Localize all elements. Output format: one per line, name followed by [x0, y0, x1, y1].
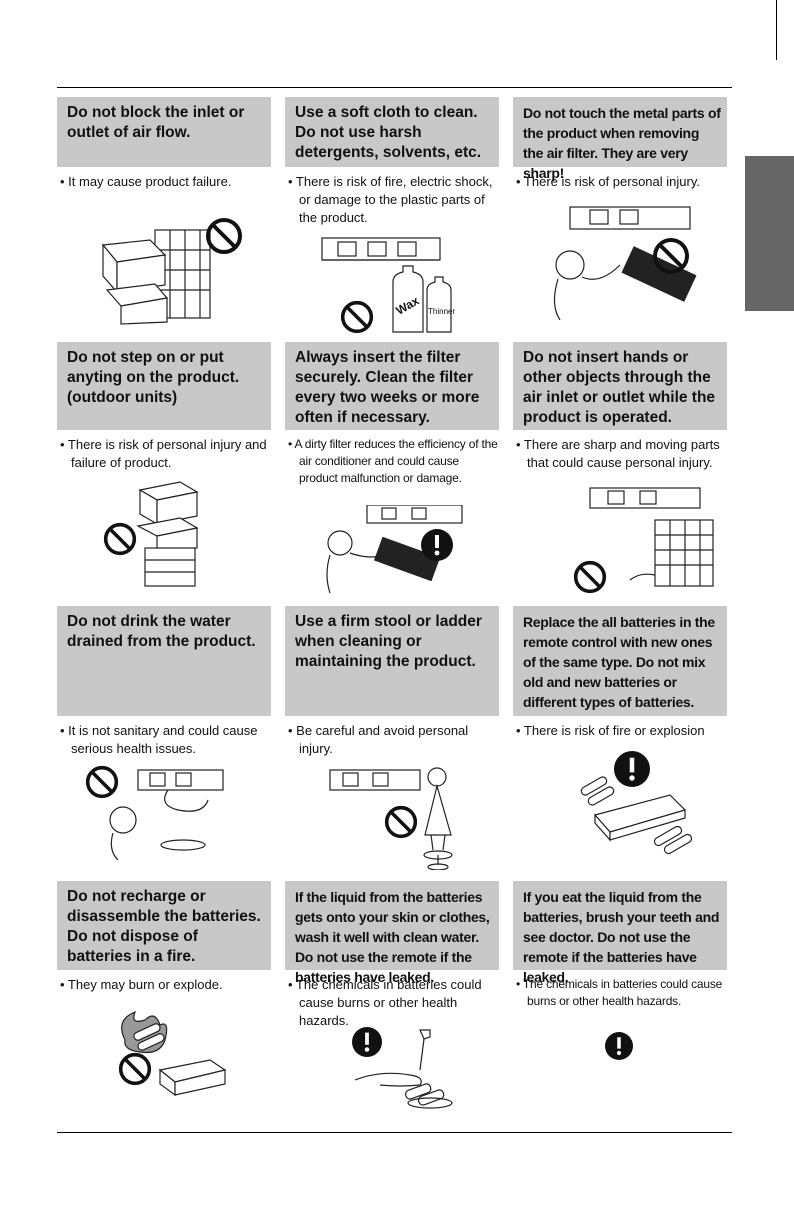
- warning-description: • There is risk of fire, electric shock,…: [288, 174, 493, 225]
- warning-title: Do not drink the water drained from the …: [57, 606, 271, 716]
- thinner-label: Thinner: [428, 307, 455, 316]
- warning-title: Do not recharge or disassemble the batte…: [57, 881, 271, 970]
- warning-title: If the liquid from the batteries gets on…: [285, 881, 499, 985]
- warning-title: If you eat the liquid from the batteries…: [513, 881, 727, 985]
- prohibition-icon: [652, 237, 690, 275]
- hands-inlet-illustration: [560, 480, 720, 590]
- boxes-outdoor-illustration: [135, 478, 205, 588]
- warning-description: • A dirty filter reduces the efficiency …: [288, 437, 498, 485]
- washing-hands-illustration: [350, 1025, 465, 1110]
- warning-description: • There is risk of personal injury.: [516, 174, 700, 189]
- section-tab: [745, 156, 794, 311]
- stool-illustration: [325, 765, 465, 870]
- header-rule: [57, 87, 732, 88]
- mandatory-icon: [614, 751, 650, 787]
- safety-cell-3: Do not touch the metal parts of the prod…: [513, 97, 727, 191]
- safety-cell-11: If the liquid from the batteries gets on…: [285, 881, 499, 1030]
- warning-description: • There are sharp and moving parts that …: [516, 437, 720, 470]
- mandatory-icon: [605, 1032, 633, 1060]
- warning-title: Replace the all batteries in the remote …: [513, 606, 727, 716]
- person-filter-illustration: [540, 195, 700, 320]
- safety-cell-9: Replace the all batteries in the remote …: [513, 606, 727, 740]
- safety-cell-8: Use a firm stool or ladder when cleaning…: [285, 606, 499, 758]
- warning-title: Use a firm stool or ladder when cleaning…: [285, 606, 499, 716]
- prohibition-icon: [118, 1052, 152, 1086]
- warning-title: Use a soft cloth to clean. Do not use ha…: [285, 97, 499, 167]
- warning-title: Do not touch the metal parts of the prod…: [513, 97, 727, 181]
- warning-description: • The chemicals in batteries could cause…: [516, 977, 723, 1008]
- drain-water-illustration: [98, 765, 228, 860]
- mandatory-icon: [352, 1027, 382, 1057]
- safety-cell-4: Do not step on or put anyting on the pro…: [57, 342, 271, 472]
- prohibition-icon: [205, 217, 243, 255]
- outdoor-unit-illustration: [95, 210, 275, 325]
- safety-cell-2: Use a soft cloth to clean. Do not use ha…: [285, 97, 499, 227]
- fire-charger-illustration: [115, 1010, 230, 1100]
- warning-description: • Be careful and avoid personal injury.: [288, 723, 469, 756]
- footer-rule: [57, 1132, 732, 1133]
- prohibition-icon: [384, 805, 418, 839]
- warning-title: Do not step on or put anyting on the pro…: [57, 342, 271, 430]
- warning-description: • It may cause product failure.: [60, 174, 232, 189]
- warning-description: • They may burn or explode.: [60, 977, 223, 992]
- prohibition-icon: [573, 560, 607, 594]
- safety-cell-10: Do not recharge or disassemble the batte…: [57, 881, 271, 994]
- crop-mark: [776, 0, 777, 60]
- safety-cell-5: Always insert the filter securely. Clean…: [285, 342, 499, 487]
- warning-title: Always insert the filter securely. Clean…: [285, 342, 499, 430]
- warning-title: Do not insert hands or other objects thr…: [513, 342, 727, 430]
- warning-description: • It is not sanitary and could cause ser…: [60, 723, 258, 756]
- duct-unit-illustration: [318, 230, 448, 270]
- warning-description: • There is risk of personal injury and f…: [60, 437, 267, 470]
- warning-description: • There is risk of fire or explosion: [516, 723, 705, 738]
- prohibition-icon: [103, 522, 137, 556]
- safety-cell-6: Do not insert hands or other objects thr…: [513, 342, 727, 472]
- remote-batteries-illustration: [575, 770, 700, 855]
- mandatory-icon: [421, 529, 453, 561]
- safety-cell-7: Do not drink the water drained from the …: [57, 606, 271, 758]
- insert-filter-illustration: [322, 505, 467, 595]
- safety-cell-12: If you eat the liquid from the batteries…: [513, 881, 727, 1010]
- chemical-bottles-illustration: Wax Thinner: [385, 262, 455, 337]
- warning-title: Do not block the inlet or outlet of air …: [57, 97, 271, 167]
- safety-cell-1: Do not block the inlet or outlet of air …: [57, 97, 271, 191]
- warning-description: • The chemicals in batteries could cause…: [288, 977, 482, 1028]
- prohibition-icon: [85, 765, 119, 799]
- prohibition-icon: [340, 300, 374, 334]
